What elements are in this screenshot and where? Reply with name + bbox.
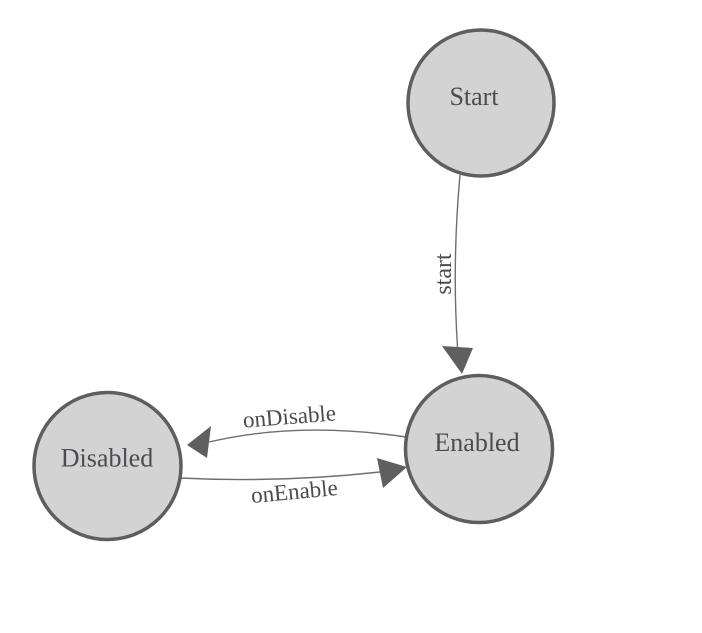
arrowhead-down-icon: [442, 346, 473, 374]
edge-disabled-to-enabled: onEnable: [179, 458, 407, 508]
arrowhead-right-icon: [377, 458, 407, 488]
edge-line-ondisable: [208, 429, 407, 443]
arrowhead-left-icon: [187, 426, 211, 458]
state-label-enabled: Enabled: [434, 428, 519, 457]
edge-line-start: [454, 174, 461, 348]
state-circle-enabled: [403, 373, 555, 525]
state-circle-disabled: [32, 390, 183, 542]
state-label-start: Start: [449, 82, 499, 111]
state-node-start: Start: [406, 28, 556, 178]
edge-start-to-enabled: start: [431, 174, 473, 374]
state-node-enabled: Enabled: [403, 373, 555, 525]
edge-line-onenable: [179, 471, 381, 481]
state-circle-start: [406, 28, 556, 178]
edge-label-ondisable: onDisable: [242, 400, 337, 432]
edge-label-start: start: [431, 253, 457, 295]
state-label-disabled: Disabled: [61, 444, 153, 473]
edge-enabled-to-disabled: onDisable: [187, 400, 407, 458]
state-node-disabled: Disabled: [32, 390, 183, 542]
